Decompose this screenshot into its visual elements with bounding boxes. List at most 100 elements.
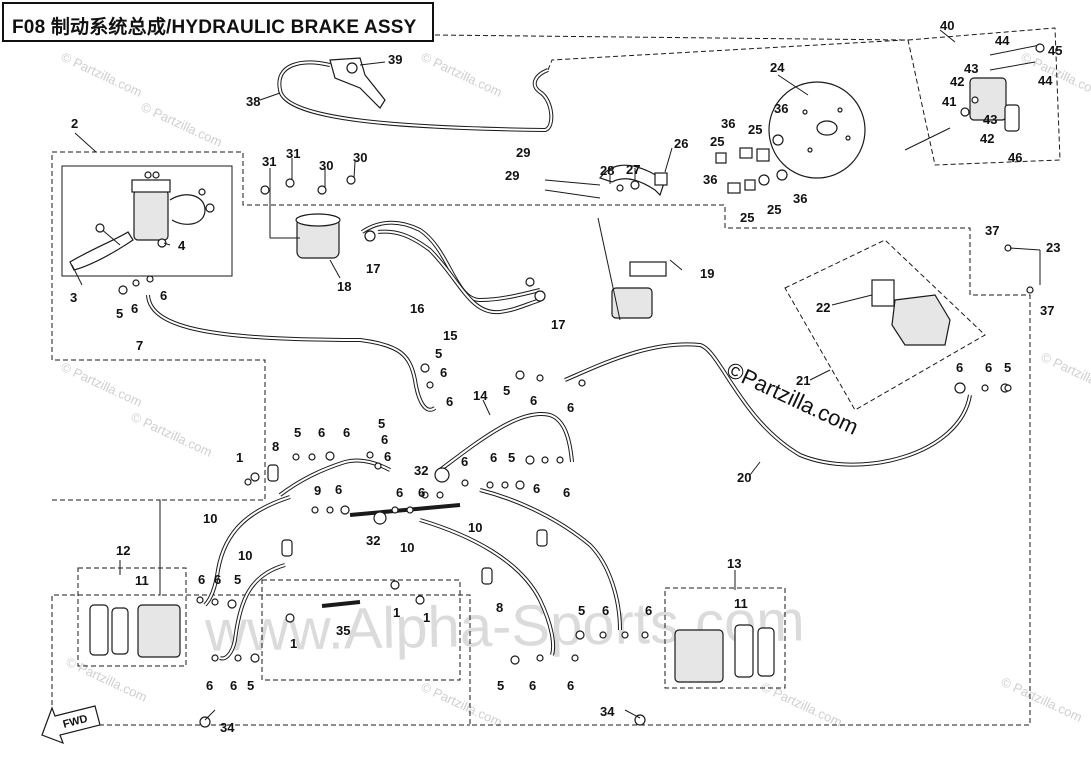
callout-30b: 30 bbox=[353, 150, 367, 165]
screw-31b bbox=[285, 178, 295, 188]
callout-36b: 36 bbox=[774, 101, 788, 116]
callout-10b: 10 bbox=[238, 548, 252, 563]
bolt-5 bbox=[118, 285, 128, 295]
callout-42a: 42 bbox=[950, 74, 964, 89]
bolt-29b bbox=[544, 189, 601, 199]
callout-5j: 5 bbox=[497, 678, 504, 693]
bolt-35 bbox=[321, 600, 361, 608]
callout-8b: 8 bbox=[496, 600, 503, 615]
bolt-44b bbox=[989, 61, 1036, 71]
pad-46 bbox=[1004, 104, 1020, 132]
callout-26: 26 bbox=[674, 136, 688, 151]
callout-5r: 5 bbox=[1004, 360, 1011, 375]
callout-32a: 32 bbox=[414, 463, 428, 478]
callout-6c: 6 bbox=[440, 365, 447, 380]
watermark-partzilla-2: © Partzilla.com bbox=[139, 99, 225, 150]
hose-14 bbox=[438, 412, 574, 472]
callout-42b: 42 bbox=[980, 131, 994, 146]
clip-17b bbox=[534, 290, 546, 302]
callout-20: 20 bbox=[737, 470, 751, 485]
disc-bolt-2 bbox=[837, 107, 843, 113]
bolt-44a bbox=[989, 44, 1041, 56]
callout-6y: 6 bbox=[567, 678, 574, 693]
callout-2: 2 bbox=[71, 116, 78, 131]
callout-34b: 34 bbox=[600, 704, 615, 719]
nut-1a bbox=[250, 472, 260, 482]
callout-7: 7 bbox=[136, 338, 143, 353]
disc-bolt-3 bbox=[845, 135, 851, 141]
screw-right-2 bbox=[198, 188, 206, 196]
callout-28: 28 bbox=[600, 163, 614, 178]
pedal-26 bbox=[599, 164, 666, 197]
nut-1d bbox=[285, 613, 295, 623]
spacer-25c bbox=[744, 179, 756, 191]
callout-6q: 6 bbox=[418, 485, 425, 500]
clamp-8d bbox=[281, 539, 293, 557]
callout-6d: 6 bbox=[446, 394, 453, 409]
callout-5d: 5 bbox=[294, 425, 301, 440]
bolt-41 bbox=[904, 127, 951, 151]
screw-30a bbox=[317, 185, 327, 195]
spring-27 bbox=[630, 180, 640, 190]
fittings bbox=[196, 363, 1012, 665]
disc-bolt-1 bbox=[802, 109, 808, 115]
bolt-37b bbox=[1026, 286, 1034, 294]
tee-32a bbox=[349, 503, 461, 517]
callout-13: 13 bbox=[727, 556, 741, 571]
callout-37a: 37 bbox=[985, 223, 999, 238]
callout-12: 12 bbox=[116, 543, 130, 558]
callout-1b: 1 bbox=[290, 636, 297, 651]
caliper-21-box bbox=[784, 239, 986, 411]
callout-5c: 5 bbox=[503, 383, 510, 398]
callout-17b: 17 bbox=[551, 317, 565, 332]
hose-10d-inner bbox=[419, 519, 555, 656]
callout-6w: 6 bbox=[645, 603, 652, 618]
caliper-21 bbox=[891, 294, 951, 346]
callout-5g: 5 bbox=[234, 572, 241, 587]
callout-25a: 25 bbox=[710, 134, 724, 149]
callout-18: 18 bbox=[337, 279, 351, 294]
callouts: 2 3 4 5 6 6 7 18 31 31 30 30 17 16 15 17… bbox=[70, 18, 1062, 735]
hose-14-inner bbox=[439, 413, 573, 471]
washer-36d bbox=[776, 169, 788, 181]
callout-5f: 5 bbox=[508, 450, 515, 465]
callout-44b: 44 bbox=[1038, 73, 1053, 88]
screw-31a bbox=[260, 185, 270, 195]
washer-6r1 bbox=[981, 384, 989, 392]
hose-7-inner bbox=[147, 294, 436, 411]
callout-19: 19 bbox=[700, 266, 714, 281]
callout-14: 14 bbox=[473, 388, 488, 403]
spring-42 bbox=[960, 107, 970, 117]
callout-17a: 17 bbox=[366, 261, 380, 276]
hose-15-inner bbox=[377, 230, 541, 314]
left-caliper-box bbox=[77, 567, 187, 667]
parking-caliper-body bbox=[969, 77, 1007, 121]
cable-dash bbox=[547, 39, 906, 71]
watermark-partzilla-4: © Partzilla.com bbox=[59, 359, 145, 410]
bolt-29a bbox=[544, 179, 601, 186]
caliper-13-body bbox=[674, 629, 724, 683]
disc-hub bbox=[816, 120, 838, 136]
callout-11a: 11 bbox=[135, 573, 149, 588]
reservoir-cap bbox=[295, 213, 341, 227]
spacer-36a bbox=[739, 147, 753, 159]
master-cylinder-body bbox=[133, 189, 169, 241]
callout-41: 41 bbox=[942, 94, 956, 109]
callout-25d: 25 bbox=[767, 202, 781, 217]
callout-29a: 29 bbox=[516, 145, 530, 160]
pedal-master-cyl bbox=[611, 287, 653, 319]
callout-30a: 30 bbox=[319, 158, 333, 173]
bolt-34b bbox=[634, 714, 646, 726]
callout-6: 6 bbox=[160, 288, 167, 303]
callout-37b: 37 bbox=[1040, 303, 1054, 318]
callout-5e: 5 bbox=[378, 416, 385, 431]
watermark-partzilla-1: © Partzilla.com bbox=[59, 49, 145, 100]
lever-39 bbox=[329, 57, 386, 109]
callout-36a: 36 bbox=[721, 116, 735, 131]
callout-6m: 6 bbox=[533, 481, 540, 496]
callout-31b: 31 bbox=[286, 146, 300, 161]
hose-16 bbox=[360, 220, 541, 303]
callout-25b: 25 bbox=[748, 122, 762, 137]
pad-11c bbox=[734, 624, 754, 678]
